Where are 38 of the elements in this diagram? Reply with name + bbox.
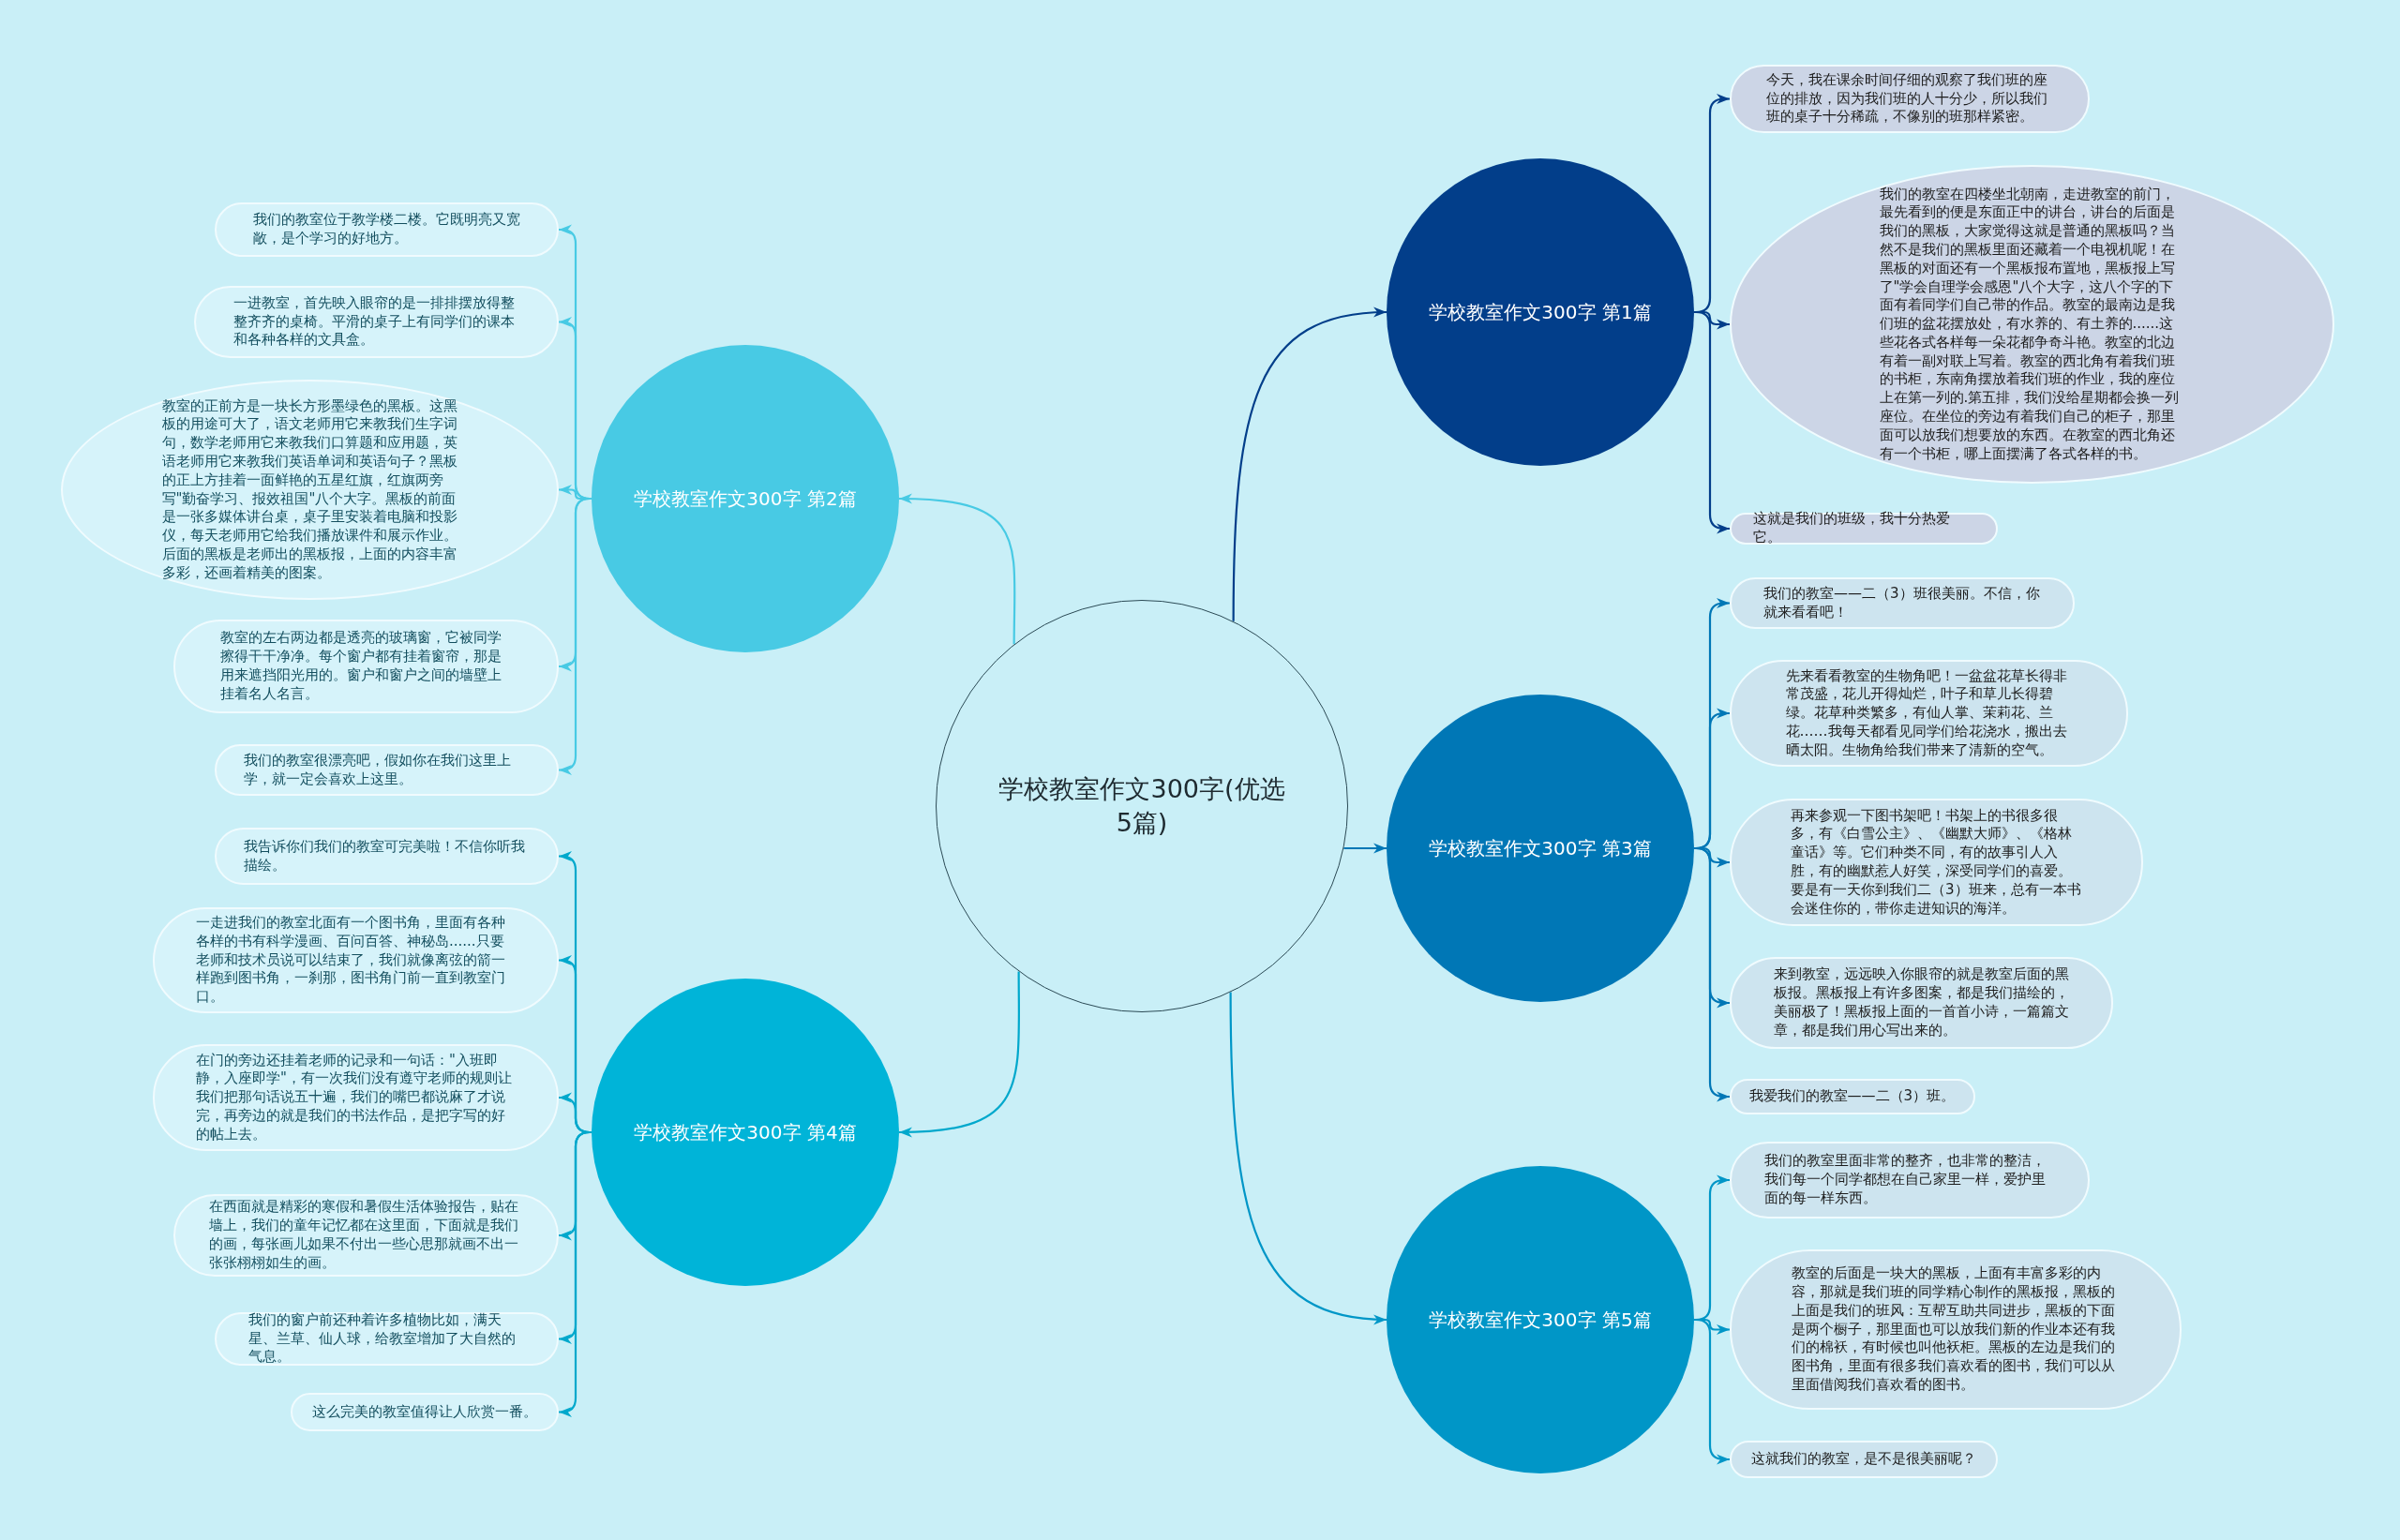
text-bubble: 我爱我们的教室——二（3）班。: [1730, 1079, 1975, 1114]
text-bubble: 在西面就是精彩的寒假和暑假生活体验报告，贴在墙上，我们的童年记忆都在这里面，下面就是我们的画，每张画儿如果不付出一些心思那就画不出一张张栩栩如生的画。: [173, 1194, 559, 1277]
text-bubble: 我们的教室——二（3）班很美丽。不信，你就来看看吧！: [1730, 577, 2075, 629]
branch-circle: 学校教室作文300字 第2篇: [592, 345, 899, 652]
text-bubble: 这就是我们的班级，我十分热爱它。: [1730, 513, 1998, 545]
arrow: [559, 1130, 592, 1418]
text-bubble: 我们的窗户前还种着许多植物比如，满天星、兰草、仙人球，给教室增加了大自然的气息。: [215, 1312, 559, 1366]
arrow: [1229, 992, 1388, 1324]
text-bubble: 今天，我在课余时间仔细的观察了我们班的座位的排放，因为我们班的人十分少，所以我们班的桌子十分稀疏，不像别的班那样紧密。: [1730, 65, 2090, 133]
arrow: [898, 493, 1016, 645]
branch-circle: 学校教室作文300字 第4篇: [592, 979, 899, 1286]
arrow: [898, 971, 1020, 1138]
text-bubble: 在门的旁边还挂着老师的记录和一句话："入班即静，入座即学"，有一次我们没有遵守老师的规则让我们把那句话说五十遍，我们的嘴巴都说麻了才说完，再旁边的就是我们的书法作品，是把字写的好的帖上去。: [153, 1044, 559, 1151]
text-bubble: 教室的后面是一块大的黑板，上面有丰富多彩的内容，那就是我们班的同学精心制作的黑板报，黑板的上面是我们的班风：互帮互助共同进步，黑板的下面是两个橱子，那里面也可以放我们新的作业本还有我们的棉袄，有时候也叫他袄柜。黑板的左边是我们的图书角，里面有很多我们喜欢看的图书，我们可以从里面借阅我们喜欢看的图书。: [1730, 1249, 2182, 1410]
text-bubble: 我告诉你们我们的教室可完美啦！不信你听我描绘。: [215, 828, 559, 885]
arrow: [1343, 843, 1387, 854]
text-bubble: 一走进我们的教室北面有一个图书角，里面有各种各样的书有科学漫画、百问百答、神秘岛......只要老师和技术员说可以结束了，我们就像离弦的箭一样跑到图书角，一刹那，图书角门前一直到教室门口。: [153, 907, 559, 1013]
text-bubble: 来到教室，远远映入你眼帘的就是教室后面的黑板报。黑板报上有许多图案，都是我们描绘的，美丽极了！黑板报上面的一首首小诗，一篇篇文章，都是我们用心写出来的。: [1730, 957, 2113, 1049]
text-bubble: 这就我们的教室，是不是很美丽呢？: [1730, 1441, 1998, 1478]
text-bubble: 一进教室，首先映入眼帘的是一排排摆放得整整齐齐的桌椅。平滑的桌子上有同学们的课本和各种各样的文具盒。: [194, 286, 559, 358]
arrow: [1694, 846, 1730, 1102]
text-bubble: 教室的左右两边都是透亮的玻璃窗，它被同学擦得干干净净。每个窗户都有挂着窗帘，那是用来遮挡阳光用的。窗户和窗户之间的墙壁上挂着名人名言。: [173, 620, 559, 713]
text-bubble: 我们的教室很漂亮吧，假如你在我们这里上学，就一定会喜欢上这里。: [215, 744, 559, 796]
text-bubble: 我们的教室在四楼坐北朝南，走进教室的前门，最先看到的便是东面正中的讲台，讲台的后面是我们的黑板，大家觉得这就是普通的黑板吗？当然不是我们的黑板里面还藏着一个电视机呢！在黑板的对面还有一个黑板报布置地，黑板报上写了"学会自理学会感恩"八个大字，这八个字的下面有着同学们自己带的作品。教室的最南边是我们班的盆花摆放处，有水养的、有土养的......这些花各式各样每一朵花都争奇斗艳。教室的北边有着一副对联上写着。教室的西北角有着我们班的书柜，东南角摆放着我们班的作业，我的座位上在第一列的.第五排，我们没给星期都会换一列座位。在坐位的旁边有着我们自己的柜子，那里面可以放我们想要放的东西。在教室的西北角还有一个书柜，哪上面摆满了各式各样的书。: [1730, 165, 2334, 484]
text-bubble: 我们的教室位于教学楼二楼。它既明亮又宽敞，是个学习的好地方。: [215, 202, 559, 257]
arrow: [559, 497, 592, 776]
text-bubble: 教室的正前方是一块长方形墨绿色的黑板。这黑板的用途可大了，语文老师用它来教我们生字词句，数学老师用它来教我们口算题和应用题，英语老师用它来教我们英语单词和英语句子？黑板的正上方挂着一面鲜艳的五星红旗，红旗两旁写"勤奋学习、报效祖国"八个大字。黑板的前面是一张多媒体讲台桌，桌子里安装着电脑和投影仪，每天老师用它给我们播放课件和展示作业。后面的黑板是老师出的黑板报，上面的内容丰富多彩，还画着精美的图案。: [61, 380, 559, 600]
arrow: [1232, 307, 1388, 621]
topic-circle: 学校教室作文300字(优选5篇): [936, 600, 1348, 1012]
text-bubble: 再来参观一下图书架吧！书架上的书很多很多，有《白雪公主》、《幽默大师》、《格林童话》等。它们种类不同，有的故事引人入胜，有的幽默惹人好笑，深受同学们的喜爱。要是有一天你到我们二（3）班来，总有一本书会迷住你的，带你走进知识的海洋。: [1730, 799, 2143, 926]
branch-circle: 学校教室作文300字 第1篇: [1387, 158, 1694, 466]
text-bubble: 这么完美的教室值得让人欣赏一番。: [291, 1393, 559, 1431]
branch-circle: 学校教室作文300字 第5篇: [1387, 1166, 1694, 1473]
branch-circle: 学校教室作文300字 第3篇: [1387, 695, 1694, 1002]
arrow: [1694, 1318, 1730, 1465]
arrow: [1694, 310, 1730, 534]
text-bubble: 先来看看教室的生物角吧！一盆盆花草长得非常茂盛，花儿开得灿烂，叶子和草儿长得碧绿。花草种类繁多，有仙人掌、茉莉花、兰花……我每天都看见同学们给花浇水，搬出去晒太阳。生物角给我们带来了清新的空气。: [1730, 660, 2128, 767]
text-bubble: 我们的教室里面非常的整齐，也非常的整洁，我们每一个同学都想在自己家里一样，爱护里面的每一样东西。: [1730, 1142, 2090, 1219]
